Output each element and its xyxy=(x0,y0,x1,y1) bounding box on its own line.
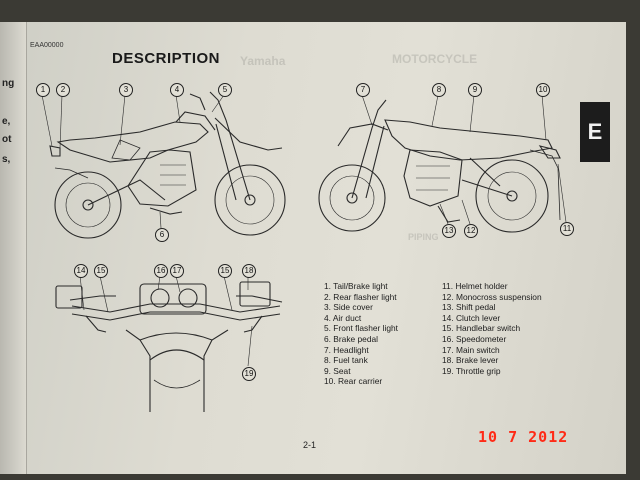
part-item: 8. Fuel tank xyxy=(324,355,368,366)
callout: 7 xyxy=(356,83,370,97)
callout: 13 xyxy=(442,224,456,238)
part-item: 16. Speedometer xyxy=(442,333,507,344)
callout: 17 xyxy=(170,264,184,278)
section-tab: E xyxy=(580,102,610,162)
part-item: 15. Handlebar switch xyxy=(442,323,521,334)
callout: 15 xyxy=(218,264,232,278)
part-item: 12. Monocross suspension xyxy=(442,291,542,302)
callout: 6 xyxy=(155,228,169,242)
part-item: 5. Front flasher light xyxy=(324,323,399,334)
part-item: 6. Brake pedal xyxy=(324,333,379,344)
callout: 5 xyxy=(218,83,232,97)
handlebar-view xyxy=(55,281,283,412)
left-page-fragment: ot xyxy=(2,134,12,145)
part-item: 3. Side cover xyxy=(324,302,373,313)
callout: 19 xyxy=(242,367,256,381)
part-item: 18. Brake lever xyxy=(442,355,499,366)
section-code: EAA00000 xyxy=(30,42,64,49)
part-item: 11. Helmet holder xyxy=(442,281,508,291)
part-item: 13. Shift pedal xyxy=(442,302,496,313)
left-page-fragment: ng xyxy=(2,78,15,89)
callout: 12 xyxy=(464,224,478,238)
callout: 11 xyxy=(560,222,574,236)
left-page-fragment: s, xyxy=(2,154,11,165)
part-item: 4. Air duct xyxy=(324,312,362,323)
parts-list-column-2: 11. Helmet holder 12. Monocross suspensi… xyxy=(442,281,542,376)
part-item: 1. Tail/Brake light xyxy=(324,281,388,291)
callout: 8 xyxy=(432,83,446,97)
callout: 2 xyxy=(56,83,70,97)
callout: 4 xyxy=(170,83,184,97)
part-item: 9. Seat xyxy=(324,365,351,376)
part-item: 2. Rear flasher light xyxy=(324,291,397,302)
callout: 9 xyxy=(468,83,482,97)
callout: 10 xyxy=(536,83,550,97)
parts-list-column-1: 1. Tail/Brake light 2. Rear flasher ligh… xyxy=(324,281,398,387)
part-item: 10. Rear carrier xyxy=(324,376,383,387)
callout: 3 xyxy=(119,83,133,97)
part-item: 7. Headlight xyxy=(324,344,369,355)
callout: 15 xyxy=(94,264,108,278)
page-number: 2-1 xyxy=(303,440,317,450)
page-title: DESCRIPTION xyxy=(112,50,221,67)
callout: 1 xyxy=(36,83,50,97)
callout: 16 xyxy=(154,264,168,278)
left-page-edge: ng e, ot s, xyxy=(0,22,27,474)
callout: 18 xyxy=(242,264,256,278)
camera-date-stamp: 10 7 2012 xyxy=(478,428,569,446)
callout: 14 xyxy=(74,264,88,278)
motorcycle-right-view xyxy=(318,99,561,233)
part-item: 19. Throttle grip xyxy=(442,365,501,376)
part-item: 17. Main switch xyxy=(442,344,500,355)
motorcycle-left-view xyxy=(49,91,286,239)
manual-page xyxy=(14,22,626,474)
left-page-fragment: e, xyxy=(2,116,11,127)
part-item: 14. Clutch lever xyxy=(442,312,501,323)
